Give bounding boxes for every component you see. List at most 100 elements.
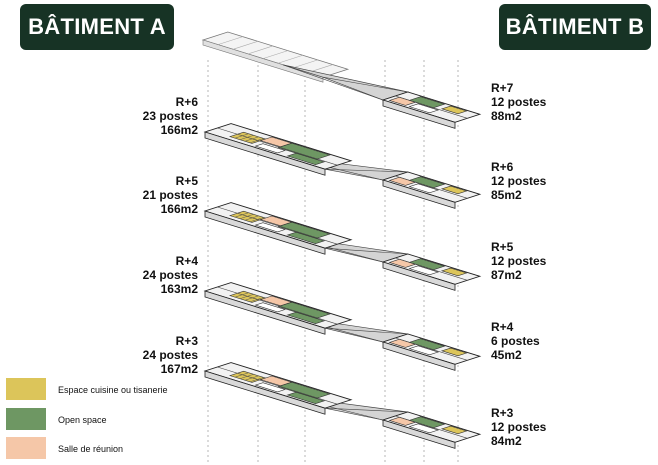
floor-area: 84m2 bbox=[491, 434, 522, 448]
floor-level: R+3 bbox=[175, 334, 198, 348]
desk-line bbox=[249, 297, 264, 303]
core-zone bbox=[408, 183, 440, 194]
floor-area: 85m2 bbox=[491, 188, 522, 202]
legend-swatch-openspace bbox=[6, 408, 46, 430]
desk-line bbox=[234, 212, 249, 218]
openspace-zone bbox=[286, 311, 326, 324]
corridor-wall bbox=[395, 257, 468, 281]
floor-postes: 24 postes bbox=[142, 268, 198, 282]
building-b-title: BÂTIMENT B bbox=[505, 14, 645, 39]
desk-line bbox=[249, 138, 264, 144]
legend-label: Espace cuisine ou tisanerie bbox=[58, 385, 168, 395]
core-zone bbox=[408, 265, 440, 276]
connector-diagonal bbox=[324, 327, 408, 335]
kitchen-zone bbox=[440, 105, 468, 115]
core-zone bbox=[408, 345, 440, 356]
floor-area: 88m2 bbox=[491, 109, 522, 123]
ghost-wall bbox=[262, 50, 288, 59]
ghost-wall bbox=[217, 36, 243, 45]
core-zone bbox=[254, 382, 286, 393]
slab-edge-a bbox=[204, 290, 326, 335]
floor-a-label: R+4 24 postes 163m2 bbox=[118, 254, 198, 296]
slab-edge-a bbox=[204, 131, 326, 176]
slab-edge-b bbox=[382, 99, 456, 129]
floor-postes: 12 postes bbox=[491, 420, 547, 434]
floor-level: R+3 bbox=[491, 406, 514, 420]
desk-line bbox=[249, 377, 264, 383]
desk-line bbox=[244, 215, 259, 221]
desk-line bbox=[244, 136, 259, 142]
desk-line bbox=[234, 292, 249, 298]
desk-line bbox=[239, 135, 254, 140]
floor-a-label: R+6 23 postes 166m2 bbox=[118, 95, 198, 137]
floor-a-label: R+3 24 postes 167m2 bbox=[118, 334, 198, 376]
desk-line bbox=[239, 374, 254, 379]
connector-diagonal bbox=[322, 76, 408, 93]
floor-b-label: R+5 12 postes 87m2 bbox=[491, 240, 546, 282]
floor-postes: 6 postes bbox=[491, 334, 540, 348]
floor-postes: 12 postes bbox=[491, 95, 547, 109]
connector-diagonal bbox=[324, 247, 408, 255]
desk-line bbox=[244, 375, 259, 381]
kitchen-zone bbox=[440, 347, 468, 357]
corridor-wall bbox=[217, 206, 338, 245]
corridor-wall bbox=[395, 95, 468, 119]
legend-label: Open space bbox=[58, 415, 107, 425]
corridor-wall bbox=[395, 415, 468, 439]
building-a-badge: BÂTIMENT A bbox=[20, 4, 174, 50]
floor-level: R+4 bbox=[491, 320, 514, 334]
floor-area: 45m2 bbox=[491, 348, 522, 362]
connector-diagonal bbox=[324, 407, 408, 413]
floor-postes: 24 postes bbox=[142, 348, 198, 362]
slab-edge-b bbox=[382, 179, 456, 209]
core-zone bbox=[408, 423, 440, 434]
floor-postes: 12 postes bbox=[491, 254, 547, 268]
floor-area: 166m2 bbox=[160, 123, 198, 137]
corridor-wall bbox=[395, 337, 468, 361]
openspace-zone bbox=[286, 152, 326, 165]
openspace-zone bbox=[286, 231, 326, 244]
floor-level: R+5 bbox=[175, 174, 198, 188]
ghost-wall bbox=[247, 45, 273, 55]
building-a-title: BÂTIMENT A bbox=[28, 14, 166, 39]
floor-postes: 21 postes bbox=[142, 188, 198, 202]
building-b-badge: BÂTIMENT B bbox=[499, 4, 651, 50]
legend-label: Salle de réunion bbox=[58, 444, 124, 454]
legend-swatch-kitchen bbox=[6, 378, 46, 400]
floor-level: R+6 bbox=[175, 95, 198, 109]
floor-b-label: R+7 12 postes 88m2 bbox=[491, 81, 546, 123]
floor-area: 166m2 bbox=[160, 202, 198, 216]
floor-area: 167m2 bbox=[160, 362, 198, 376]
floor-a-label: R+5 21 postes 166m2 bbox=[118, 174, 198, 216]
core-zone bbox=[408, 103, 440, 114]
connector-diagonal bbox=[324, 168, 408, 173]
desk-line bbox=[239, 294, 254, 299]
floor-level: R+6 bbox=[491, 160, 514, 174]
openspace-zone bbox=[286, 391, 326, 404]
floor-b-label: R+6 12 postes 85m2 bbox=[491, 160, 546, 202]
floor-b-label: R+4 6 postes 45m2 bbox=[491, 320, 540, 362]
floor-level: R+7 bbox=[491, 81, 514, 95]
corridor-wall bbox=[217, 366, 338, 405]
ghost-wall bbox=[292, 59, 318, 69]
floor-level: R+4 bbox=[175, 254, 198, 268]
floor-level: R+5 bbox=[491, 240, 514, 254]
kitchen-zone bbox=[440, 425, 468, 435]
core-zone bbox=[254, 302, 286, 313]
ghost-wall bbox=[277, 54, 303, 64]
core-zone bbox=[254, 222, 286, 233]
desk-line bbox=[249, 217, 264, 223]
corridor-wall bbox=[217, 286, 338, 325]
floor-area: 163m2 bbox=[160, 282, 198, 296]
core-zone bbox=[254, 143, 286, 154]
floor-area: 87m2 bbox=[491, 268, 522, 282]
connector-diagonal bbox=[282, 64, 384, 101]
corridor-wall bbox=[395, 175, 468, 199]
desk-line bbox=[234, 133, 249, 139]
slab-edge-b bbox=[382, 341, 456, 371]
slab-edge-b bbox=[382, 261, 456, 291]
slab-edge-a bbox=[204, 210, 326, 255]
slab-edge-b bbox=[382, 419, 456, 449]
slab-edge-a bbox=[204, 370, 326, 415]
